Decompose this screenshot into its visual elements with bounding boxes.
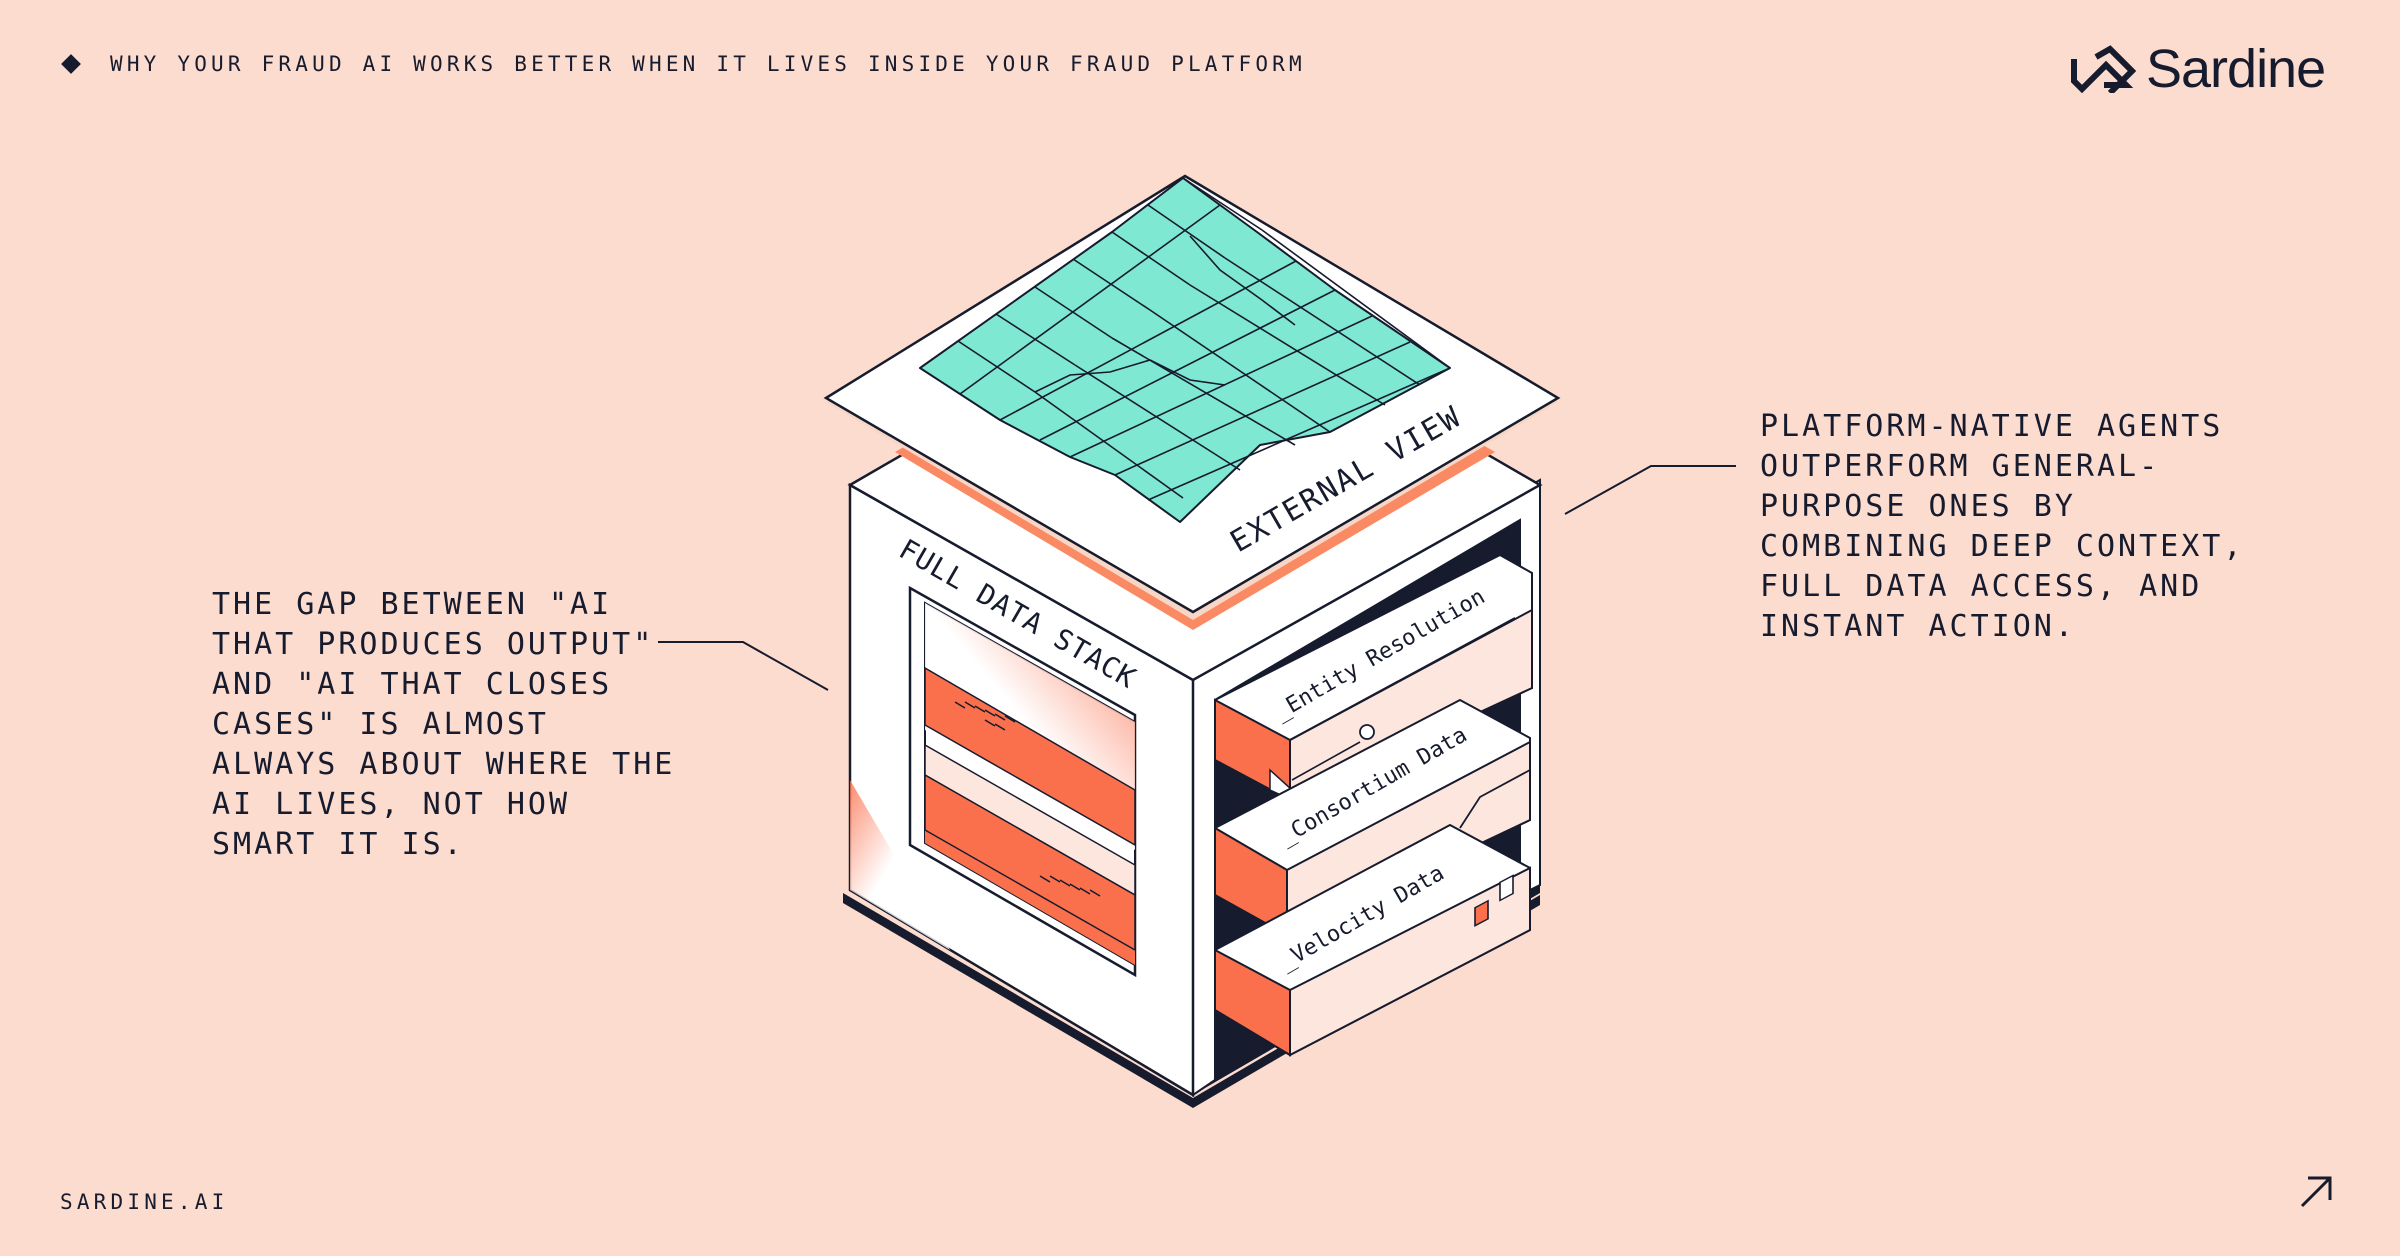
page-header: WHY YOUR FRAUD AI WORKS BETTER WHEN IT L… (60, 52, 1306, 76)
brand-logo[interactable]: Sardine (2070, 39, 2326, 99)
sardine-logo-icon (2071, 45, 2136, 93)
box-left-gradient-corner (850, 780, 950, 950)
left-window-hatches (954, 701, 1101, 897)
page-title: WHY YOUR FRAUD AI WORKS BETTER WHEN IT L… (110, 52, 1306, 76)
drawer-velocity-data[interactable]: _Velocity Data (1214, 823, 1531, 1057)
left-orange-band-mid (924, 773, 1136, 952)
arrow-up-right-icon[interactable] (2296, 1172, 2336, 1212)
brand-name: Sardine (2146, 39, 2326, 99)
right-leader-line (1564, 465, 1736, 515)
right-callout-text: PLATFORM-NATIVE AGENTS OUTPERFORM GENERA… (1760, 409, 2245, 644)
left-callout-text: THE GAP BETWEEN "AI THAT PRODUCES OUTPUT… (212, 587, 676, 862)
left-leader-line (658, 641, 829, 691)
left-orange-band-bottom (925, 830, 1135, 965)
terrain-grid (957, 177, 1451, 501)
box-right-frame (1192, 478, 1541, 1097)
footer-site-link[interactable]: SARDINE.AI (60, 1190, 229, 1214)
left-orange-band-top (924, 666, 1136, 847)
drawer-entity-resolution[interactable]: _Entity Resolution (1214, 553, 1533, 802)
